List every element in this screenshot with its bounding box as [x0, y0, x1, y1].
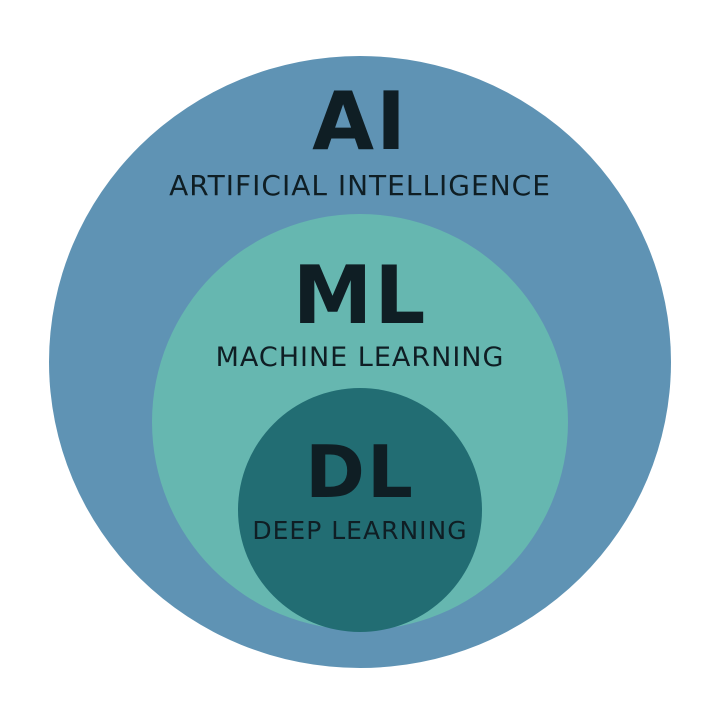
dl-abbreviation: DL	[305, 430, 415, 514]
ai-label: ARTIFICIAL INTELLIGENCE	[169, 169, 551, 202]
dl-circle	[238, 388, 482, 632]
ml-abbreviation: ML	[292, 249, 428, 342]
ai-abbreviation: AI	[312, 75, 408, 168]
ml-label: MACHINE LEARNING	[215, 342, 505, 373]
dl-label: DEEP LEARNING	[252, 516, 468, 545]
